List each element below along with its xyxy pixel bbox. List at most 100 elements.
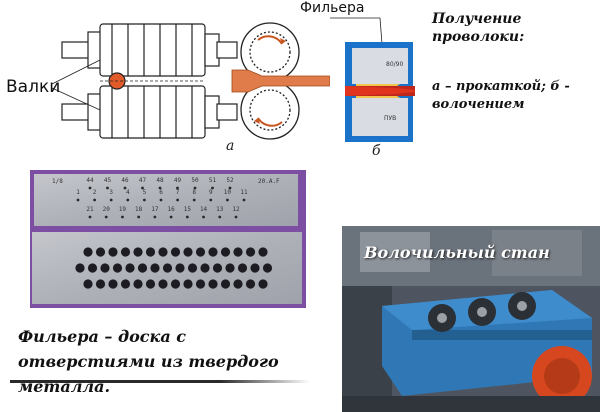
plate-hole: [120, 247, 131, 257]
plate-hole: [237, 263, 248, 273]
label-valki: Валки: [6, 77, 61, 97]
plate-hole: [220, 279, 231, 289]
plate-number: 8: [192, 189, 196, 196]
plate-small-hole: [202, 215, 205, 219]
plate-small-hole: [123, 186, 127, 190]
plate-hole: [250, 263, 260, 273]
plate-hole: [262, 263, 273, 273]
plate-small-hole: [88, 186, 92, 190]
plate-hole: [120, 279, 131, 289]
plate-small-hole: [176, 198, 180, 202]
plate-hole: [195, 279, 206, 289]
plate-number: 10: [224, 189, 232, 196]
plate-number: 18: [135, 206, 143, 213]
plate-number: 52: [226, 177, 234, 184]
plate-hole: [208, 247, 218, 257]
plate-small-hole: [109, 198, 113, 202]
plate-small-hole: [93, 198, 96, 202]
plate-small-hole: [234, 215, 238, 219]
drawing-mill-photo: [342, 226, 600, 412]
plate-number: 3: [109, 189, 113, 196]
plate-small-hole: [106, 186, 109, 190]
caption-line3: металла.: [18, 377, 111, 396]
plate-hole: [245, 247, 256, 257]
side-title-line2: проволоки:: [432, 29, 525, 45]
plate-corner-left: 1/8: [52, 178, 63, 185]
plate-hole: [108, 279, 118, 289]
plate-hole: [100, 263, 110, 273]
plate-number: 16: [167, 206, 175, 213]
plate-hole: [200, 263, 210, 273]
plate-small-hole: [228, 186, 232, 190]
plate-small-hole: [137, 215, 141, 219]
die-top-text: 80/90: [386, 61, 403, 68]
plate-hole: [245, 279, 256, 289]
plate-hole: [233, 247, 243, 257]
plate-number: 46: [121, 177, 129, 184]
plate-small-hole: [143, 198, 146, 202]
plate-hole: [83, 247, 93, 257]
die-diagram: 80/90 ПУВ: [330, 17, 415, 142]
side-description: а – прокаткой; б - волочением: [432, 78, 597, 114]
plate-hole: [75, 263, 85, 273]
upper-roll: [61, 23, 238, 77]
plate-small-hole: [88, 215, 92, 219]
plate-number: 15: [184, 206, 192, 213]
plate-number: 44: [86, 177, 94, 184]
plate-number: 12: [232, 206, 240, 213]
plate-corner-right: 20.A.F: [258, 178, 280, 185]
plate-hole: [133, 279, 143, 289]
plate-hole: [108, 247, 118, 257]
plate-number: 47: [139, 177, 147, 184]
plate-hole: [170, 279, 181, 289]
plate-hole: [187, 263, 198, 273]
plate-number: 49: [174, 177, 182, 184]
side-title: Получение проволоки:: [432, 10, 592, 46]
plate-hole: [158, 279, 168, 289]
plate-hole: [195, 247, 206, 257]
plate-number: 4: [126, 189, 130, 196]
plate-small-hole: [159, 198, 163, 202]
plate-number: 2: [93, 189, 97, 196]
plate-small-hole: [169, 215, 173, 219]
plate-small-hole: [226, 198, 229, 202]
caption-underline: [10, 380, 310, 383]
plate-hole: [137, 263, 148, 273]
plate-number: 19: [119, 206, 127, 213]
plate-small-hole: [193, 186, 197, 190]
plate-hole: [95, 279, 106, 289]
plate-small-hole: [76, 198, 80, 202]
label-filera: Фильера: [300, 0, 365, 16]
plate-hole: [225, 263, 235, 273]
label-a: а: [226, 138, 235, 154]
plate-hole: [112, 263, 123, 273]
side-desc-line2: волочением: [432, 97, 525, 112]
plate-number: 20: [103, 206, 111, 213]
plate-hole: [150, 263, 160, 273]
plate-number: 5: [143, 189, 147, 196]
plate-hole: [158, 247, 168, 257]
plate-hole: [258, 279, 268, 289]
caption-line2: отверстиями из твердого: [18, 352, 279, 371]
plate-small-hole: [158, 186, 162, 190]
lower-roll: [61, 85, 238, 139]
plate-number: 9: [209, 189, 213, 196]
plate-number: 1: [76, 189, 80, 196]
plate-small-hole: [209, 198, 213, 202]
die-bottom-text: ПУВ: [384, 115, 396, 122]
plate-small-hole: [176, 186, 179, 190]
plate-hole: [125, 263, 135, 273]
plate-small-hole: [141, 186, 144, 190]
plate-number: 50: [191, 177, 199, 184]
plate-small-hole: [218, 215, 222, 219]
plate-hole: [145, 247, 156, 257]
plate-hole: [83, 279, 93, 289]
label-b: б: [372, 143, 381, 159]
plate-hole: [233, 279, 243, 289]
plate-small-hole: [153, 215, 157, 219]
plate-small-hole: [185, 215, 189, 219]
plate-small-hole: [126, 198, 130, 202]
